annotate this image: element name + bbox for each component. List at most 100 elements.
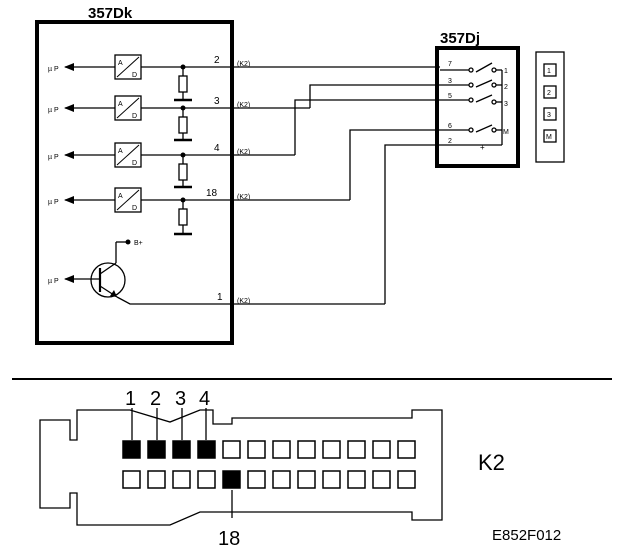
indicator-box <box>543 107 557 121</box>
switch-box <box>435 46 520 168</box>
switch-position: 2 <box>504 84 508 91</box>
connector-pin <box>372 440 391 459</box>
pin-callout: 2 <box>150 388 161 410</box>
ad-a-label: A <box>118 60 123 67</box>
connector-pin-18 <box>222 470 241 489</box>
switch-position: 1 <box>504 68 508 75</box>
up-label: µ P <box>48 199 59 206</box>
connector-ref: (K2) <box>237 194 250 201</box>
switch-pin: 7 <box>448 61 452 68</box>
arrow-left-icon <box>64 196 74 204</box>
connector-pin <box>347 440 366 459</box>
connector-top-row <box>122 440 416 459</box>
connector-pin <box>247 440 266 459</box>
k2-connector: 1 2 3 4 <box>39 388 505 550</box>
resistor <box>178 163 188 181</box>
position-indicator-panel: 1 2 3 M <box>535 51 565 163</box>
wire-pin-1 <box>116 296 385 305</box>
connector-pin <box>172 470 191 489</box>
pin-callout: 1 <box>125 388 136 410</box>
switch-position: M <box>503 129 509 136</box>
transistor-icon <box>90 262 126 298</box>
indicator-frame <box>535 51 565 163</box>
supply-label: B+ <box>134 240 143 247</box>
ecu-channel-4: µ P A D 4 (K2) <box>48 142 295 189</box>
pin-number: 1 <box>217 292 223 303</box>
ad-d-label: D <box>132 205 137 212</box>
switch-pin: 5 <box>448 93 452 100</box>
pin-callout: 4 <box>199 388 210 410</box>
connector-pin <box>322 440 341 459</box>
ad-d-label: D <box>132 113 137 120</box>
connector-pin <box>122 470 141 489</box>
connector-ref: (K2) <box>237 102 250 109</box>
up-label: µ P <box>48 107 59 114</box>
indicator-label: 2 <box>547 90 551 97</box>
figure-code: E852F012 <box>492 527 561 544</box>
ecu-output-transistor: µ P B+ 1 (K2) <box>48 239 385 305</box>
connector-pin-1 <box>122 440 141 459</box>
arrow-left-icon <box>64 104 74 112</box>
connector-bottom-row <box>122 470 416 489</box>
pin-number: 4 <box>214 143 220 154</box>
connector-pin <box>297 440 316 459</box>
connector-ref: (K2) <box>237 298 250 305</box>
connector-pin-4 <box>197 440 216 459</box>
ad-a-label: A <box>118 101 123 108</box>
connector-pin <box>147 470 166 489</box>
up-label: µ P <box>48 278 59 285</box>
ecu-box <box>35 20 234 345</box>
arrow-left-icon <box>64 151 74 159</box>
connector-ref: (K2) <box>237 61 250 68</box>
pin-number: 18 <box>206 188 218 199</box>
connector-pin <box>347 470 366 489</box>
switch-pin: 6 <box>448 123 452 130</box>
ad-d-label: D <box>132 72 137 79</box>
connector-name: K2 <box>478 450 505 475</box>
indicator-label: 3 <box>547 112 551 119</box>
connector-pin <box>272 470 291 489</box>
ad-diagonal <box>116 56 140 78</box>
indicator-box <box>543 129 557 143</box>
indicator-box <box>543 63 557 77</box>
connector-pin <box>372 470 391 489</box>
up-label: µ P <box>48 66 59 73</box>
switch-plus: + <box>480 143 485 152</box>
ad-a-label: A <box>118 193 123 200</box>
connector-pin <box>322 470 341 489</box>
connector-ref: (K2) <box>237 149 250 156</box>
supply-dot <box>125 239 131 245</box>
resistor <box>178 116 188 134</box>
switch-pin: 2 <box>448 138 452 145</box>
connector-pin <box>247 470 266 489</box>
switch-label: 357Dj <box>440 30 480 47</box>
routing-wires <box>294 84 440 304</box>
pin-callout: 3 <box>175 388 186 410</box>
ecu-channel-18: µ P A D 18 (K2) <box>48 187 350 236</box>
ecu-channel-3: µ P A D 3 (K2) <box>48 95 310 142</box>
pin-number: 3 <box>214 96 220 107</box>
ecu-label: 357Dk <box>88 5 133 22</box>
pin-number: 2 <box>214 55 220 66</box>
connector-pin <box>222 440 241 459</box>
pin-callout-18: 18 <box>218 528 240 550</box>
indicator-box <box>543 85 557 99</box>
ecu-channel-2: µ P A D 2 (K2) <box>48 54 440 102</box>
resistor <box>178 208 188 226</box>
connector-pin <box>397 470 416 489</box>
connector-pin <box>397 440 416 459</box>
connector-pin-3 <box>172 440 191 459</box>
connector-pin <box>272 440 291 459</box>
connector-outline <box>39 409 443 526</box>
ad-a-label: A <box>118 148 123 155</box>
arrow-left-icon <box>64 63 74 71</box>
arrow-left-icon <box>64 275 74 283</box>
connector-pin-2 <box>147 440 166 459</box>
indicator-label: 1 <box>547 68 551 75</box>
indicator-label: M <box>546 134 552 141</box>
switch-internals: 7 3 5 6 2 1 2 3 M + <box>440 61 509 152</box>
switch-pin: 3 <box>448 78 452 85</box>
connector-pin <box>297 470 316 489</box>
resistor <box>178 75 188 93</box>
